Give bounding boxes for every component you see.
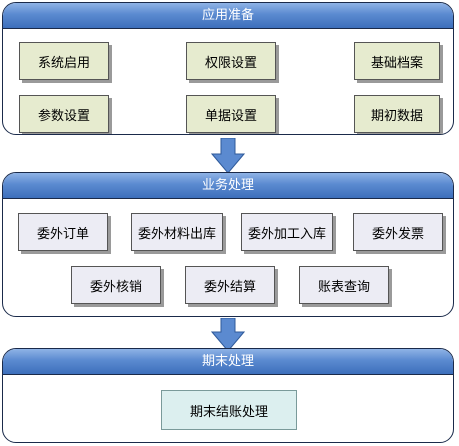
box-opening-data[interactable]: 期初数据 xyxy=(354,95,440,133)
box-period-end-closing[interactable]: 期末结账处理 xyxy=(161,390,297,430)
box-parameter-settings[interactable]: 参数设置 xyxy=(19,95,109,133)
panel-business-title: 业务处理 xyxy=(3,173,453,199)
box-permission-settings[interactable]: 权限设置 xyxy=(186,42,276,80)
box-reports-query[interactable]: 账表查询 xyxy=(299,266,389,304)
panel-business: 业务处理 委外订单 委外材料出库 委外加工入库 委外发票 委外核销 委外结算 账… xyxy=(2,172,454,317)
box-document-settings[interactable]: 单据设置 xyxy=(186,95,276,133)
box-outsourcing-material-out[interactable]: 委外材料出库 xyxy=(131,213,223,251)
panel-period-end: 期末处理 期末结账处理 xyxy=(2,348,454,443)
box-outsourcing-writeoff[interactable]: 委外核销 xyxy=(71,266,161,304)
box-basic-archives[interactable]: 基础档案 xyxy=(354,42,440,80)
panel-period-end-title: 期末处理 xyxy=(3,349,453,375)
box-system-enable[interactable]: 系统启用 xyxy=(19,42,109,80)
box-outsourcing-order[interactable]: 委外订单 xyxy=(18,213,108,251)
panel-prep-title: 应用准备 xyxy=(3,3,453,29)
box-outsourcing-invoice[interactable]: 委外发票 xyxy=(353,213,443,251)
box-outsourcing-processing-in[interactable]: 委外加工入库 xyxy=(241,213,333,251)
down-arrow-icon xyxy=(211,318,245,352)
box-outsourcing-settlement[interactable]: 委外结算 xyxy=(185,266,275,304)
panel-prep: 应用准备 系统启用 权限设置 基础档案 参数设置 单据设置 期初数据 xyxy=(2,2,454,135)
down-arrow-icon xyxy=(211,138,245,174)
